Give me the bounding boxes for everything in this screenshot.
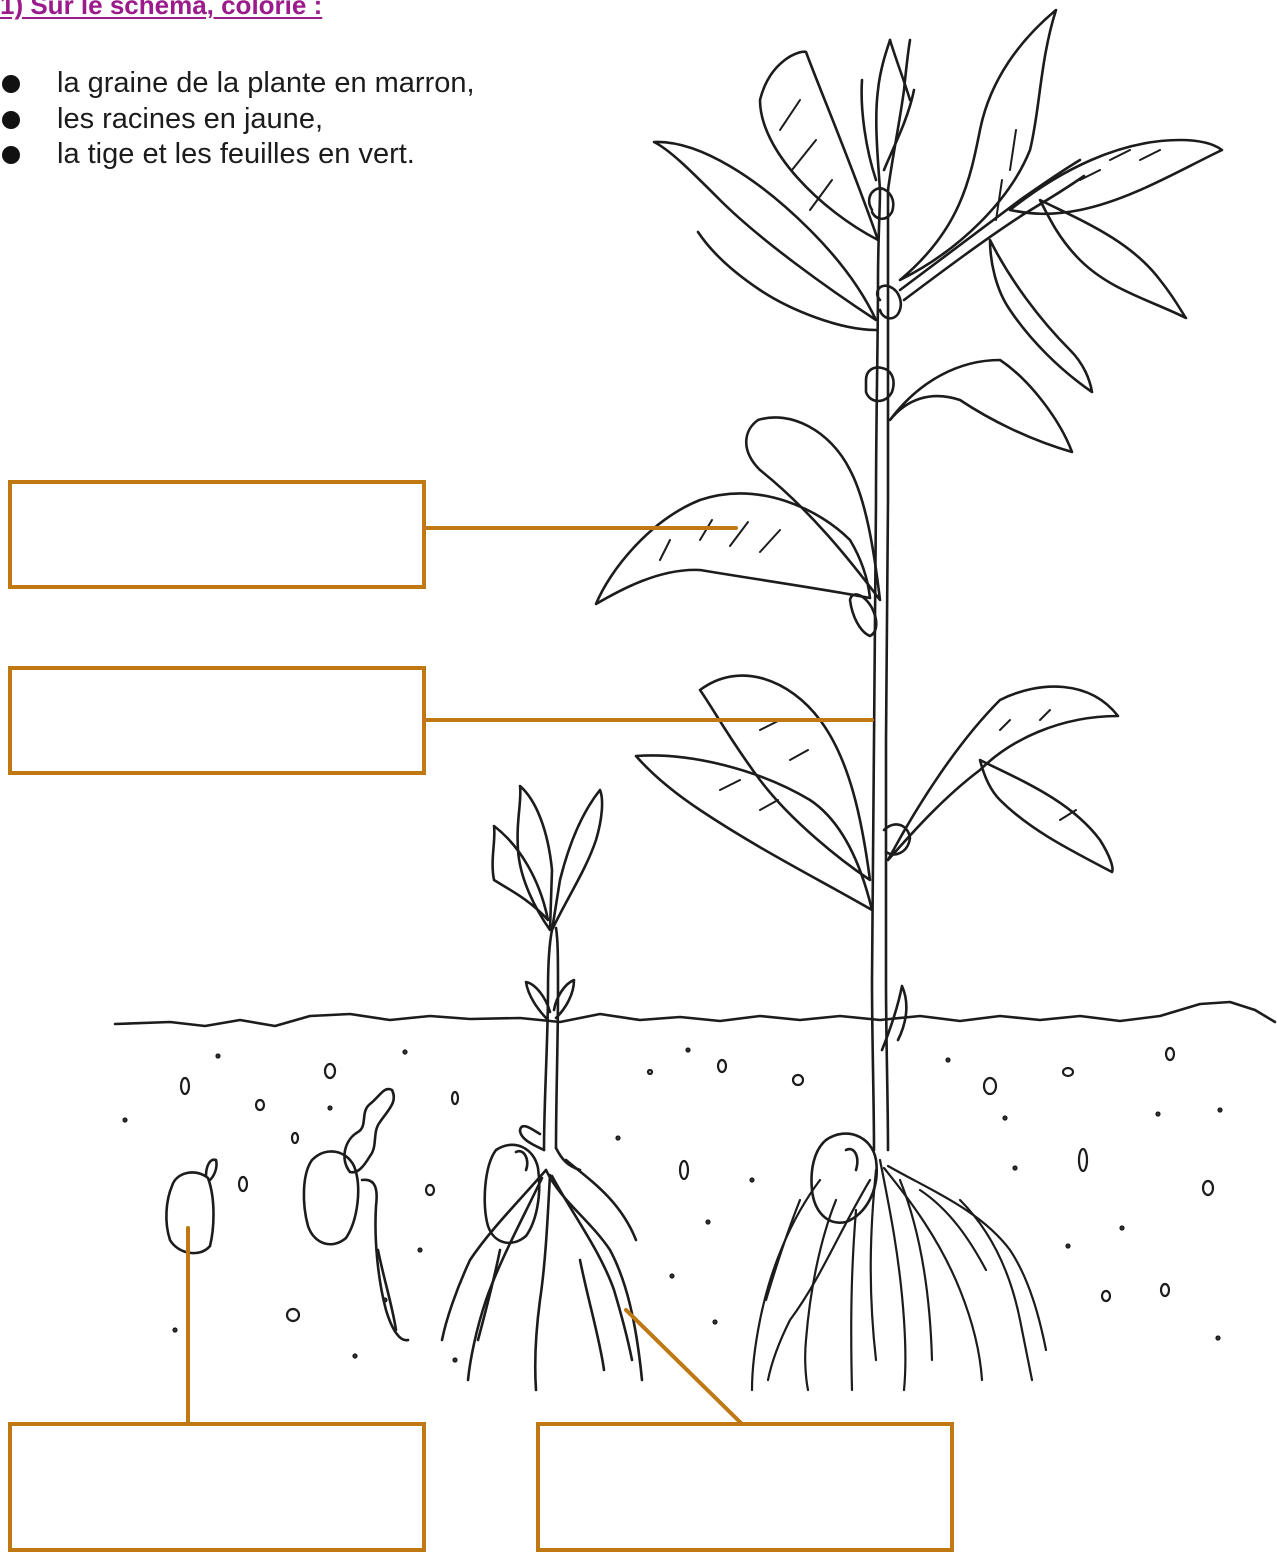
label-box-stem[interactable]: [8, 666, 426, 775]
seed-stage-1: [166, 1160, 216, 1253]
plant-roots: [752, 1160, 1046, 1390]
label-box-roots[interactable]: [536, 1422, 954, 1552]
seedling-stage-3: [442, 786, 642, 1390]
leader-line-roots: [626, 1310, 742, 1424]
label-box-seed[interactable]: [8, 1422, 426, 1552]
soil-specks: [124, 1048, 1222, 1362]
plant-stage-4: [812, 40, 1084, 1223]
label-box-leaf[interactable]: [8, 480, 426, 589]
seed-stage-2: [304, 1089, 408, 1340]
ground-line: [115, 1002, 1275, 1026]
